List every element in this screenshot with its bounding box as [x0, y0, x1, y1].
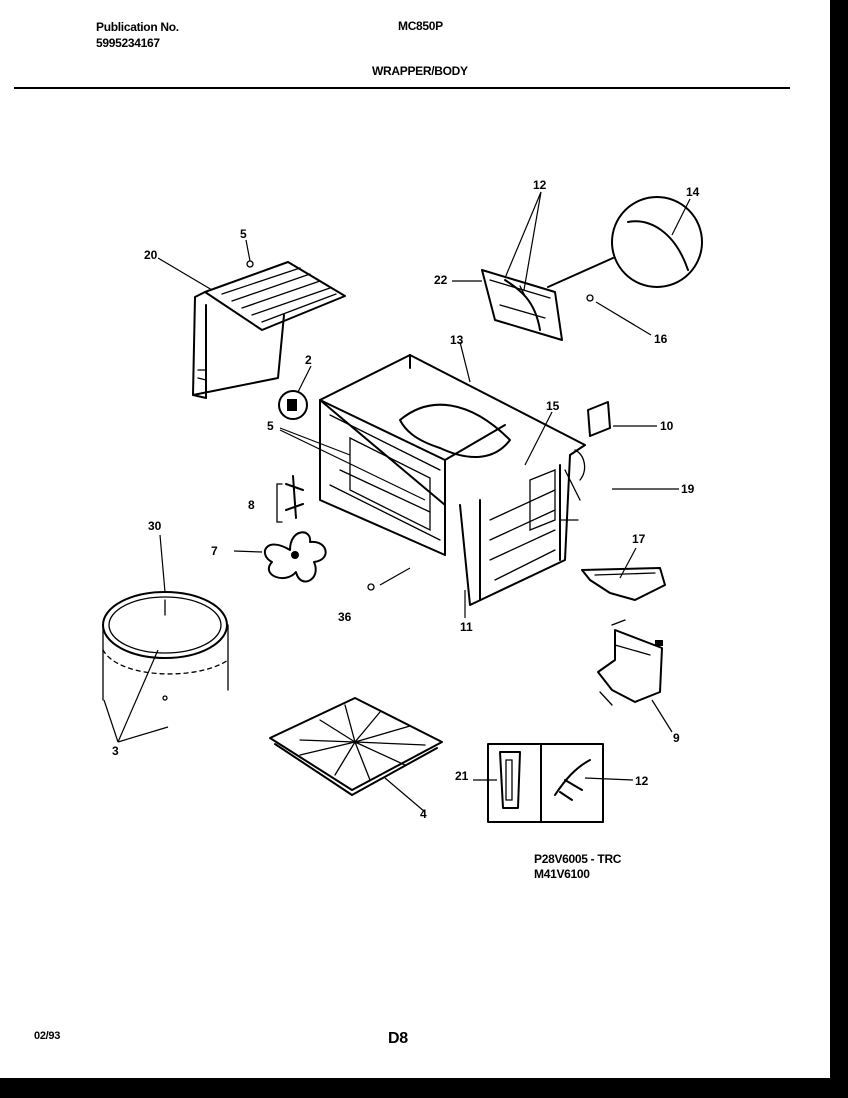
callout-30: 30 [148, 519, 162, 533]
callout-21: 21 [455, 769, 469, 783]
exploded-view-drawing: 20 5 2 5 8 7 30 3 4 36 11 13 15 10 19 17… [102, 178, 703, 823]
callout-20: 20 [144, 248, 158, 262]
callout-3: 3 [112, 744, 119, 758]
section-title: WRAPPER/BODY [372, 64, 468, 78]
callout-14: 14 [686, 185, 700, 199]
callout-7: 7 [211, 544, 218, 558]
callout-36: 36 [338, 610, 352, 624]
callout-5-body: 5 [267, 419, 274, 433]
reference-code-2: M41V6100 [534, 867, 590, 881]
reference-code-1: P28V6005 - TRC [534, 852, 622, 866]
callout-13: 13 [450, 333, 464, 347]
part-20-top-cover [192, 261, 346, 399]
leader-lines [103, 191, 691, 813]
callout-16: 16 [654, 332, 668, 346]
part-9-bracket [597, 619, 663, 706]
publication-number: 5995234167 [96, 36, 160, 50]
part-2-holder [278, 390, 308, 420]
callout-numbers: 20 5 2 5 8 7 30 3 4 36 11 13 15 10 19 17… [112, 178, 700, 821]
callout-2: 2 [305, 353, 312, 367]
part-17-cover [581, 567, 666, 601]
callout-10: 10 [660, 419, 674, 433]
callout-11: 11 [460, 620, 473, 634]
part-5-screw-top [246, 260, 254, 268]
part-10-plate [587, 401, 611, 437]
callout-12-inset: 12 [635, 774, 649, 788]
header-rule [14, 87, 790, 89]
callout-15: 15 [546, 399, 560, 413]
part-13-cavity-body [319, 354, 586, 606]
publication-label: Publication No. [96, 20, 179, 34]
callout-8: 8 [248, 498, 255, 512]
callout-4: 4 [420, 807, 427, 821]
part-4-oven-rack [269, 697, 443, 796]
part-30-turntable-ring [102, 591, 229, 701]
page-number: D8 [388, 1030, 408, 1047]
parts-diagram-sheet: Publication No. 5995234167 MC850P WRAPPE… [0, 0, 830, 1078]
part-7-fan-blade [263, 531, 327, 583]
part-14-detail-circle [547, 196, 703, 288]
callout-17: 17 [632, 532, 646, 546]
part-12-lamp-bracket [481, 269, 594, 341]
callout-19: 19 [681, 482, 695, 496]
revision-date: 02/93 [34, 1030, 61, 1042]
model-number: MC850P [398, 19, 443, 33]
callout-9: 9 [673, 731, 680, 745]
part-36-screw [367, 583, 375, 591]
inset-box-21-12 [487, 743, 604, 823]
callout-22: 22 [434, 273, 448, 287]
callout-5-top: 5 [240, 227, 247, 241]
part-8-thermal-assembly [276, 475, 304, 523]
callout-12-top: 12 [533, 178, 547, 192]
